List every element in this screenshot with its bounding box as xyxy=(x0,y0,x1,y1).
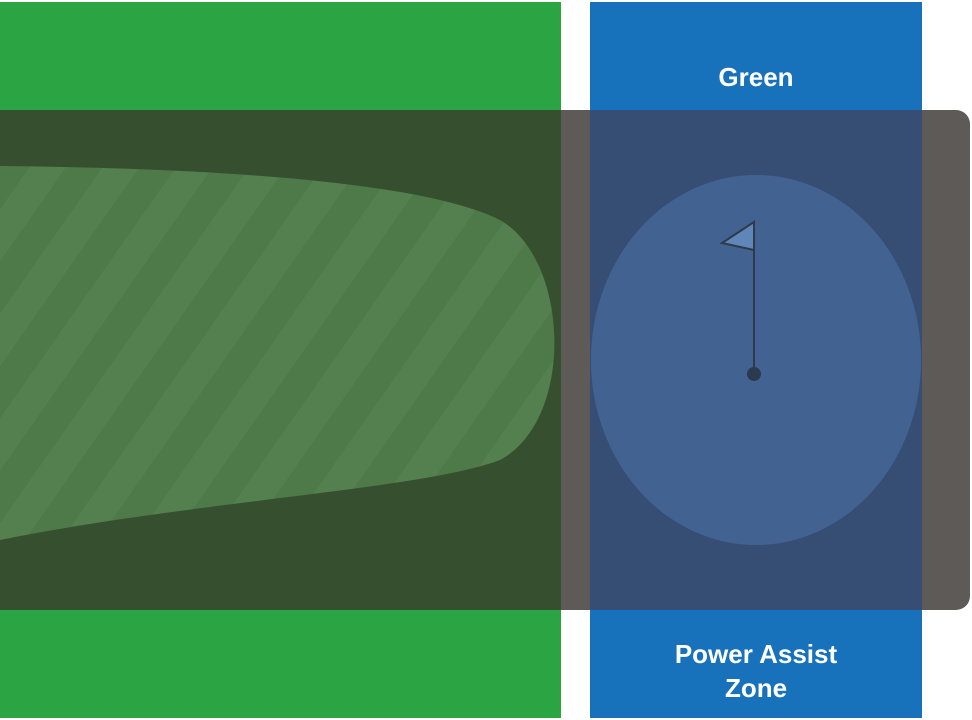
power-assist-overlay xyxy=(590,110,922,610)
power-assist-zone-label: Power Assist Zone xyxy=(674,639,838,703)
green-label: Green xyxy=(718,62,794,92)
flag-icon xyxy=(719,220,755,252)
hole-icon xyxy=(747,367,761,381)
putting-green-circle xyxy=(591,175,921,545)
